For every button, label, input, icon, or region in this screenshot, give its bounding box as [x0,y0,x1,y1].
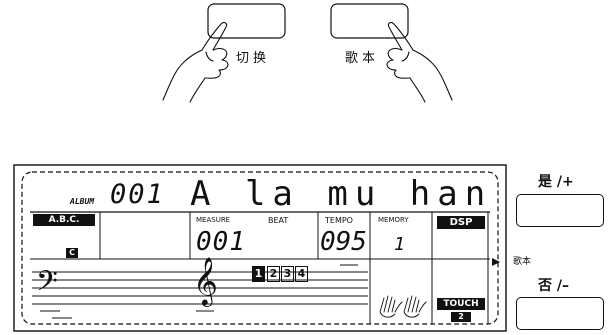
beat-indicator-1: 1 [252,266,265,282]
yes-plus-label: 是 /+ [538,174,574,190]
no-minus-label: 否 /– [538,278,569,294]
beat-label: BEAT [268,216,289,225]
album-label: ALBUM [70,197,95,206]
no-minus-button[interactable] [516,297,604,330]
songbook-indicator-label: 歌本 [513,257,532,267]
song-title: A la mu han [190,174,493,214]
memory-label: MEMORY [378,216,409,224]
left-hand-icon [162,22,229,103]
album-number: 001 [110,179,165,210]
songbook-button-label: 歌本 [345,51,380,66]
measure-label: MEASURE [196,216,231,224]
beat-indicator-2: 2 [267,266,280,282]
abc-label: A.B.C. [33,214,95,226]
treble-clef-icon: 𝄞 [193,256,218,305]
beat-indicator-4: 4 [295,266,308,282]
songbook-button-shape [330,3,409,39]
yes-plus-button[interactable] [516,194,604,227]
touch-value: 2 [451,312,471,322]
switch-button-label: 切换 [236,51,271,66]
switch-button-shape [207,3,286,39]
touch-label: TOUCH [437,298,485,310]
memory-value: 1 [394,234,405,255]
right-hand-icon [386,22,453,103]
tempo-value: 095 [320,227,367,257]
bass-clef-icon: 𝄢 [36,265,58,305]
beat-indicator-3: 3 [281,266,294,282]
button-illustration [162,3,453,103]
memory-hands-icon [379,295,427,318]
abc-indicator: C [66,248,78,258]
tempo-label: TEMPO [325,216,353,225]
measure-value: 001 [196,227,246,257]
dsp-label: DSP [437,216,485,229]
